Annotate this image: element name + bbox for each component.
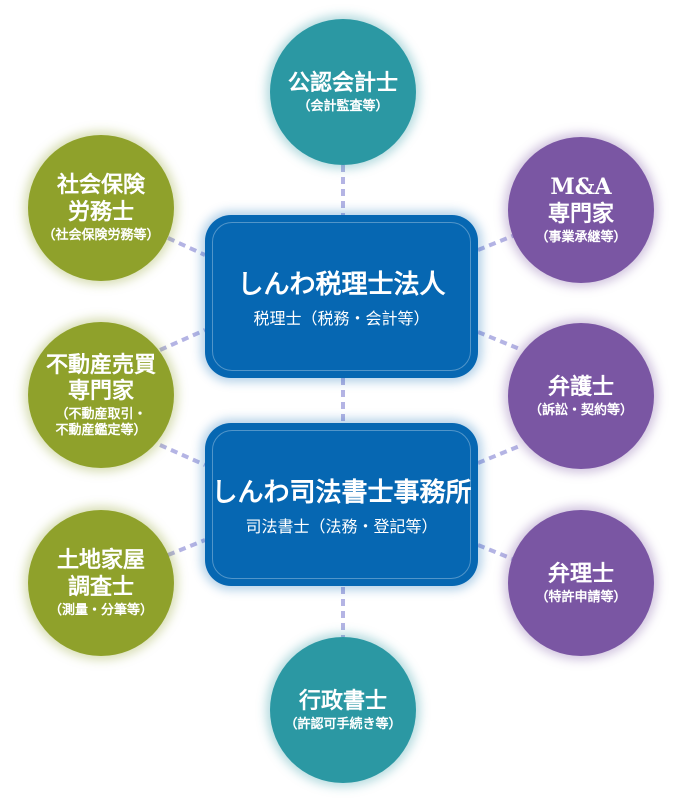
partner-sharoushi: 社会保険 労務士 （社会保険労務等） (28, 135, 174, 281)
connector-surveyor (167, 538, 206, 557)
connector-realestate-top (159, 328, 206, 352)
partner-surveyor: 土地家屋 調査士 （測量・分筆等） (28, 510, 174, 656)
partner-title: 専門家 (547, 200, 614, 227)
partner-title: 労務士 (67, 198, 134, 225)
partner-sub: （不動産取引・ (55, 407, 147, 423)
partner-title: 公認会計士 (287, 69, 398, 96)
partner-sub: 不動産鑑定等） (55, 422, 147, 438)
partner-title: 弁理士 (547, 560, 614, 587)
partner-sub: （特許申請等） (535, 589, 627, 605)
office-desc: 税理士（税務・会計等） (253, 309, 430, 328)
office-desc: 司法書士（法務・登記等） (245, 517, 438, 536)
connector-lawyer-bottom (477, 443, 523, 465)
office-title: しんわ司法書士事務所 (211, 478, 472, 508)
partner-gyosei: 行政書士 （許認可手続き等） (270, 637, 416, 783)
partner-title: 土地家屋 (56, 547, 145, 574)
partner-title: 社会保険 (56, 172, 145, 199)
partner-title: 専門家 (67, 377, 134, 404)
partner-title: 不動産売買 (45, 351, 156, 378)
partner-sub: （測量・分筆等） (48, 603, 153, 619)
office-box-tax: しんわ税理士法人 税理士（税務・会計等） (205, 215, 478, 378)
connector-patent (477, 543, 516, 562)
partner-title: 行政書士 (298, 687, 387, 714)
connector-sharoushi (167, 236, 206, 257)
partner-title: 弁護士 (547, 373, 614, 400)
partner-patent: 弁理士 （特許申請等） (508, 510, 654, 656)
partner-realestate: 不動産売買 専門家 （不動産取引・ 不動産鑑定等） (28, 322, 174, 468)
partner-sub: （事業承継等） (535, 230, 627, 246)
partner-title: 調査士 (67, 573, 134, 600)
partner-sub: （社会保険労務等） (42, 228, 160, 244)
office-title: しんわ税理士法人 (237, 270, 446, 300)
connector-lawyer-top (477, 330, 523, 352)
connector-ma (477, 233, 516, 252)
partner-lawyer: 弁護士 （訴訟・契約等） (508, 323, 654, 469)
office-box-judicial: しんわ司法書士事務所 司法書士（法務・登記等） (205, 423, 478, 586)
partner-cpa: 公認会計士 （会計監査等） (270, 19, 416, 165)
partner-sub: （許認可手続き等） (284, 716, 402, 732)
connector-realestate-bottom (159, 443, 206, 467)
partner-ma: M&A 専門家 （事業承継等） (508, 137, 654, 283)
partner-sub: （訴訟・契約等） (528, 402, 633, 418)
partner-title: M&A (550, 174, 612, 201)
partner-sub: （会計監査等） (297, 98, 389, 114)
